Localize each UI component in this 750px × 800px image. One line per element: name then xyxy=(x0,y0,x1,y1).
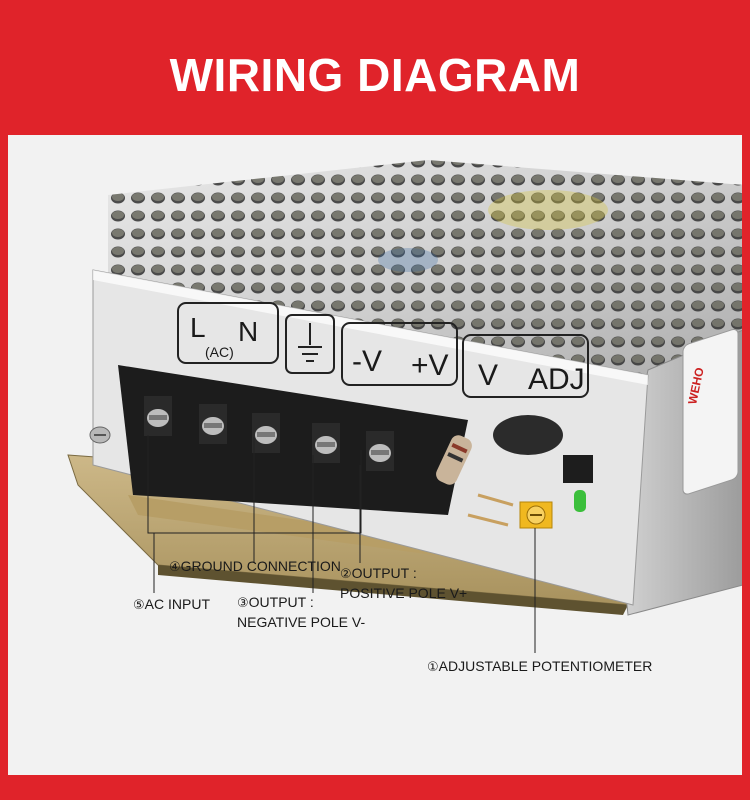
header-banner: WIRING DIAGRAM xyxy=(0,0,750,135)
callout-positive-output: ②OUTPUT :POSITIVE POLE V+ xyxy=(340,565,468,601)
terminal-label-boxes xyxy=(177,302,589,398)
callout-lines xyxy=(147,435,536,653)
mounting-screw xyxy=(89,426,111,444)
ic-chip xyxy=(563,455,593,483)
ground-icon xyxy=(298,323,322,362)
callout-ground-connection: ④GROUND CONNECTION xyxy=(169,558,341,575)
callout-adjustable-potentiometer: ①ADJUSTABLE POTENTIOMETER xyxy=(427,658,653,675)
neg-v-terminal-text: -V xyxy=(352,345,382,378)
resistor xyxy=(436,435,472,485)
small-resistors xyxy=(467,493,514,527)
power-supply-illustration: WEHO L N (AC) -V +V V ADJ xyxy=(67,160,742,653)
terminal-screws xyxy=(144,396,394,471)
adj-terminal-text: ADJ xyxy=(528,363,585,396)
callout-ac-input: ⑤AC INPUT xyxy=(133,596,210,613)
potentiometer xyxy=(519,501,553,529)
callout-negative-output: ③OUTPUT :NEGATIVE POLE V- xyxy=(237,594,366,630)
n-terminal-text: N xyxy=(238,316,258,347)
output-label-box xyxy=(341,322,458,386)
ground-label-box xyxy=(285,314,335,374)
led xyxy=(574,490,586,512)
page-title: WIRING DIAGRAM xyxy=(169,49,581,101)
ac-input-label-box xyxy=(177,302,279,364)
ac-terminal-text: (AC) xyxy=(205,344,234,360)
terminal-block xyxy=(118,365,468,515)
capacitor xyxy=(493,415,563,455)
product-photo: WEHO L N (AC) -V +V V ADJ xyxy=(8,135,742,775)
pos-v-terminal-text: +V xyxy=(411,349,449,382)
adj-label-box xyxy=(462,334,589,398)
l-terminal-text: L xyxy=(190,312,206,343)
v-terminal-text: V xyxy=(478,359,498,392)
